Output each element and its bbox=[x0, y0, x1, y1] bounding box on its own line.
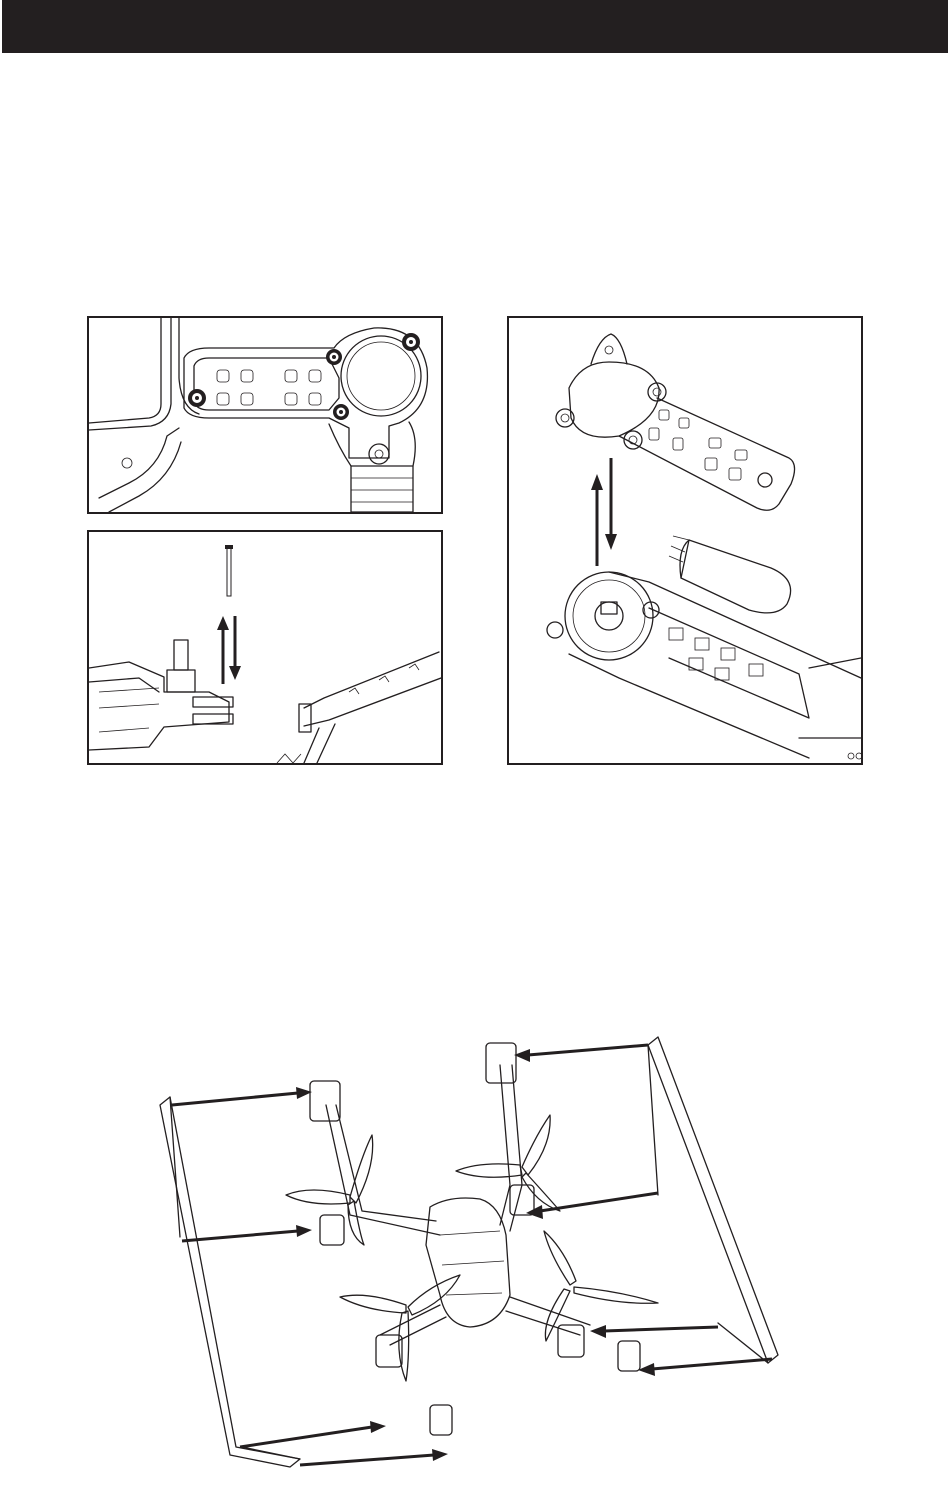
pin-icon bbox=[225, 545, 233, 596]
callout-arrow-icon bbox=[172, 1045, 772, 1465]
screw-icon bbox=[333, 404, 349, 420]
header-bar bbox=[2, 0, 948, 53]
figure-arm-cover-screws bbox=[87, 316, 443, 514]
screw-icon bbox=[402, 333, 420, 351]
down-arrow-icon bbox=[229, 616, 241, 680]
up-arrow-icon bbox=[591, 474, 603, 566]
up-arrow-icon bbox=[217, 616, 229, 684]
motor-cover-illustration bbox=[509, 318, 861, 763]
screw-icon bbox=[326, 349, 342, 365]
grip-pads bbox=[217, 370, 321, 405]
hinge-pin-illustration bbox=[89, 532, 441, 763]
screw-icon bbox=[188, 389, 206, 407]
arm-cover-illustration bbox=[89, 318, 441, 512]
figure-hinge-pin-removal bbox=[87, 530, 443, 765]
drone-icon bbox=[150, 1035, 800, 1475]
figure-motor-cover-removal bbox=[507, 316, 863, 765]
down-arrow-icon bbox=[605, 458, 617, 550]
figure-drone-arm-overview bbox=[150, 1035, 800, 1475]
motor-icon bbox=[669, 536, 791, 613]
propeller-icon bbox=[340, 1275, 460, 1381]
